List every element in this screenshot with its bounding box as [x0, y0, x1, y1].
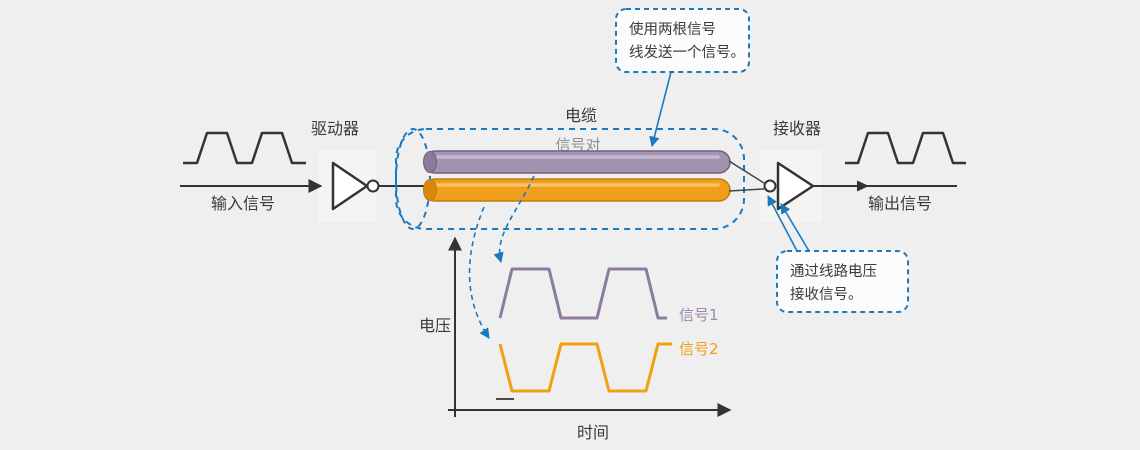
callout-right: 通过线路电压 接收信号。 [776, 250, 909, 313]
callout-right-text-line1: 通过线路电压 [790, 263, 877, 280]
signal2-waveform [498, 342, 672, 393]
input-signal-label: 输入信号 [211, 194, 275, 213]
output-waveform [845, 131, 966, 165]
tap-arrow-signal2 [468, 206, 490, 339]
callout-top-text-line1: 使用两根信号 [629, 21, 716, 38]
receiver-triangle [776, 161, 815, 211]
callout-right-box [776, 250, 909, 313]
driver-label: 驱动器 [311, 119, 359, 138]
callout-top-text-line2: 线发送一个信号。 [629, 44, 745, 61]
wire-orange-body [423, 178, 731, 202]
callout-right-text-line2: 接收信号。 [790, 286, 863, 303]
wire-orange-cap [423, 179, 437, 201]
wire-orange [423, 178, 731, 202]
cable-label: 电缆 [565, 106, 597, 125]
driver-triangle [331, 161, 369, 211]
callout-top-box [615, 8, 750, 73]
wire-purple-body [423, 150, 731, 174]
callout-right-leader-2 [780, 203, 810, 252]
driver-bubble [366, 179, 380, 193]
wire-purple-cap [423, 151, 437, 173]
receiver-label: 接收器 [773, 119, 821, 138]
time-axis-label: 时间 [577, 423, 609, 442]
callout-right-leader-1 [767, 195, 798, 252]
callout-top-leader [649, 71, 672, 148]
signal1-label: 信号1 [679, 306, 719, 324]
input-waveform [183, 131, 306, 165]
signal1-waveform [498, 267, 667, 320]
cable-outline [395, 128, 745, 230]
receiver-input-node [763, 179, 777, 193]
tap-arrow-signal1 [493, 175, 535, 264]
voltage-axis-label: 电压 [419, 316, 451, 335]
output-signal-label: 输出信号 [868, 194, 932, 213]
output-arrowhead-icon [857, 180, 869, 192]
signal-pair-label: 信号对 [555, 136, 600, 154]
wire-orange-tap [728, 188, 765, 192]
wire-purple [423, 150, 731, 174]
signal2-label: 信号2 [679, 340, 719, 358]
wire-purple-tap [728, 160, 765, 184]
callout-top: 使用两根信号 线发送一个信号。 [615, 8, 750, 73]
